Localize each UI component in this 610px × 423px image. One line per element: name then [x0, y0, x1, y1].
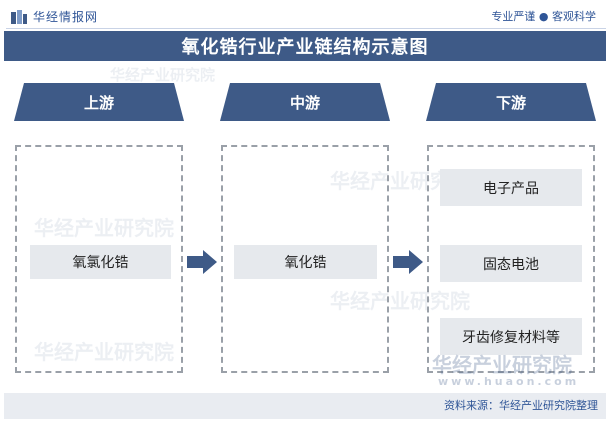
downstream-item: 牙齿修复材料等 [440, 318, 582, 355]
downstream-item: 电子产品 [440, 169, 582, 206]
panel-midstream [221, 145, 389, 373]
stage-label: 下游 [495, 93, 526, 112]
slogan: 专业严谨 ● 客观科学 [491, 10, 596, 23]
footer-bar [4, 393, 606, 419]
panel-downstream [427, 145, 595, 373]
downstream-item: 固态电池 [440, 245, 582, 282]
stage-header-upstream: 上游 [14, 83, 184, 121]
diagram-title: 氧化锆行业产业链结构示意图 [181, 37, 429, 58]
right-arrow-icon [393, 250, 423, 274]
upstream-item: 氧氯化锆 [30, 245, 171, 279]
huajing-logo-icon [10, 9, 28, 25]
stage-label: 上游 [83, 93, 114, 112]
title-banner: 氧化锆行业产业链结构示意图 [4, 31, 606, 61]
midstream-item: 氧化锆 [234, 245, 377, 279]
right-arrow-icon [187, 250, 217, 274]
panel-upstream [15, 145, 183, 373]
stage-header-downstream: 下游 [426, 83, 596, 121]
watermark-url: www.huaon.com [438, 375, 580, 388]
source-note: 资料来源：华经产业研究院整理 [444, 399, 598, 412]
top-divider [6, 28, 606, 29]
stage-label: 中游 [289, 93, 320, 112]
watermark-faint: 华经产业研究院 [110, 66, 216, 84]
brand-name: 华经情报网 [33, 10, 99, 24]
stage-header-midstream: 中游 [220, 83, 390, 121]
